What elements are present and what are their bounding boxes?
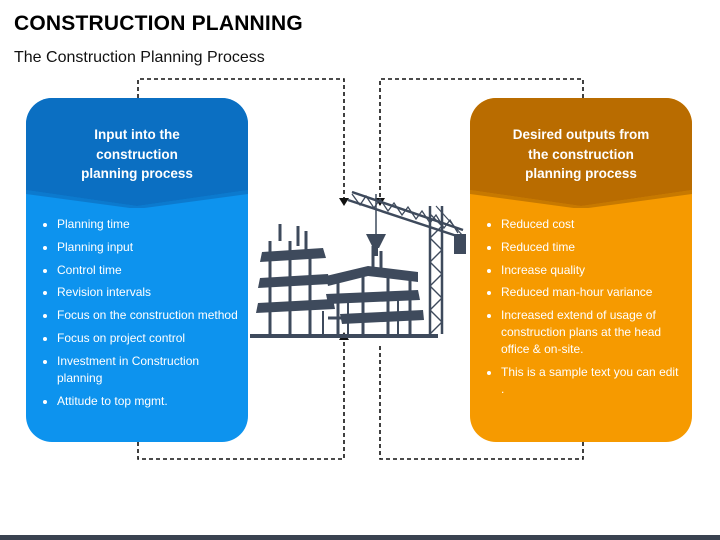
list-item: Revision intervals bbox=[42, 284, 238, 301]
list-item: Planning input bbox=[42, 239, 238, 256]
page-title: CONSTRUCTION PLANNING bbox=[14, 12, 303, 35]
output-heading-line-1: Desired outputs from bbox=[512, 127, 650, 142]
list-item: Planning time bbox=[42, 216, 238, 233]
output-panel-header: Desired outputs from the construction pl… bbox=[470, 98, 692, 208]
output-panel: Desired outputs from the construction pl… bbox=[470, 98, 692, 442]
output-heading-line-3: planning process bbox=[525, 166, 637, 181]
list-item: Reduced man-hour variance bbox=[486, 284, 682, 301]
list-item: Reduced cost bbox=[486, 216, 682, 233]
page-subtitle: The Construction Planning Process bbox=[14, 49, 265, 66]
input-heading-line-2: construction bbox=[96, 146, 178, 162]
list-item: Control time bbox=[42, 262, 238, 279]
list-item: This is a sample text you can edit . bbox=[486, 364, 682, 398]
connector-right-top bbox=[379, 78, 584, 198]
list-item: Increase quality bbox=[486, 262, 682, 279]
list-item: Reduced time bbox=[486, 239, 682, 256]
connector-left-top bbox=[137, 78, 345, 198]
arrow-down-left-icon bbox=[339, 198, 349, 206]
input-panel-header: Input into the construction planning pro… bbox=[26, 98, 248, 208]
list-item: Increased extend of usage of constructio… bbox=[486, 307, 682, 358]
connector-left-bottom bbox=[137, 340, 345, 460]
output-list: Reduced cost Reduced time Increase quali… bbox=[486, 216, 682, 404]
list-item: Focus on project control bbox=[42, 330, 238, 347]
construction-crane-building-icon bbox=[248, 186, 473, 351]
input-list: Planning time Planning input Control tim… bbox=[42, 216, 238, 415]
connector-right-bottom bbox=[379, 345, 584, 460]
output-heading-line-2: the construction bbox=[528, 146, 634, 162]
input-heading-line-1: Input into the bbox=[94, 127, 180, 142]
input-heading-line-3: planning process bbox=[81, 166, 193, 181]
list-item: Attitude to top mgmt. bbox=[42, 393, 238, 410]
footer-bar bbox=[0, 535, 720, 540]
input-panel: Input into the construction planning pro… bbox=[26, 98, 248, 442]
list-item: Investment in Construction planning bbox=[42, 353, 238, 387]
list-item: Focus on the construction method bbox=[42, 307, 238, 324]
